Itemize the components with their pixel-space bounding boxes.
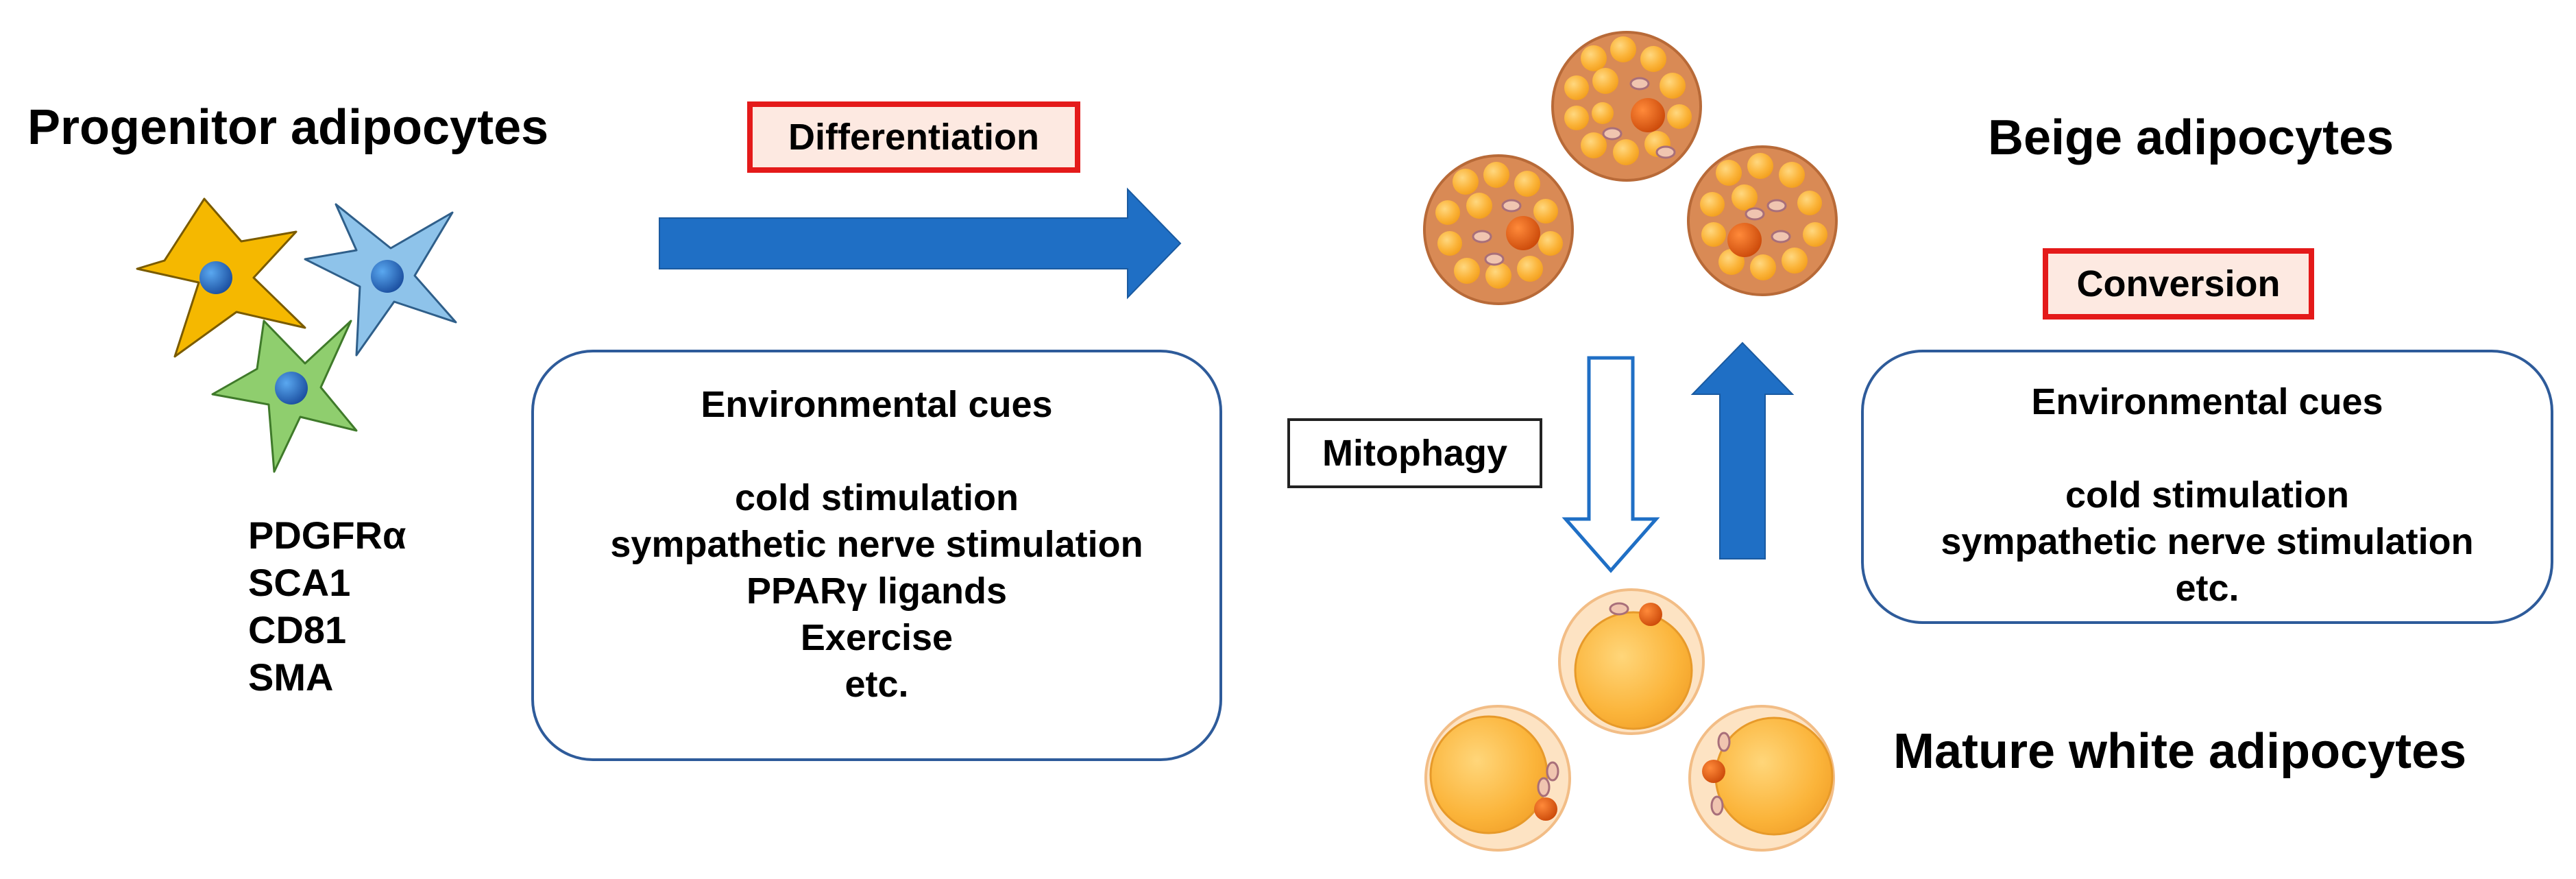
differentiation-arrow (659, 187, 1182, 300)
cue-item: Exercise (800, 617, 953, 658)
cue-item: sympathetic nerve stimulation (1941, 521, 2474, 562)
progenitor-nucleus (199, 261, 232, 294)
nucleus (1534, 797, 1557, 821)
marker-label: SMA (248, 655, 334, 699)
conversion-cues-box: Environmental cues cold stimulation symp… (1861, 350, 2553, 624)
conversion-label-text: Conversion (2076, 263, 2281, 304)
conversion-label: Conversion (2043, 248, 2314, 320)
differentiation-label-text: Differentiation (788, 117, 1039, 158)
cue-item: etc. (845, 664, 909, 705)
progenitor-nucleus (275, 372, 308, 405)
nucleus (1702, 760, 1725, 783)
differentiation-cues-box: Environmental cues cold stimulation symp… (531, 350, 1222, 761)
marker-label: SCA1 (248, 561, 351, 604)
progenitor-title: Progenitor adipocytes (27, 100, 549, 155)
conversion-arrow (1690, 341, 1795, 559)
progenitor-marker-list: PDGFRα SCA1 CD81 SMA (248, 511, 406, 701)
beige-title: Beige adipocytes (1988, 110, 2394, 165)
nucleus (1727, 223, 1762, 257)
marker-label: PDGFRα (248, 514, 406, 557)
nucleus (1639, 603, 1662, 626)
beige-cell (1687, 145, 1838, 296)
mitophagy-label: Mitophagy (1287, 418, 1542, 488)
marker-label: CD81 (248, 608, 347, 651)
cue-item: sympathetic nerve stimulation (610, 524, 1143, 565)
cue-item: PPARγ ligands (746, 570, 1008, 612)
progenitor-cell-yellow (136, 197, 306, 358)
cues-title: Environmental cues (2031, 381, 2383, 422)
nucleus (1631, 98, 1665, 132)
progenitor-cell-blue (304, 203, 457, 357)
white-cell (1558, 588, 1705, 735)
beige-cell (1423, 154, 1574, 305)
white-title: Mature white adipocytes (1893, 724, 2467, 779)
mitophagy-arrow (1562, 356, 1660, 573)
progenitor-cell-green (211, 320, 358, 473)
beige-cell (1551, 31, 1702, 182)
mitophagy-label-text: Mitophagy (1322, 433, 1507, 474)
white-cell (1424, 705, 1571, 852)
nucleus (1506, 216, 1540, 250)
cue-item: etc. (2175, 568, 2239, 609)
cue-item: cold stimulation (2065, 474, 2350, 516)
cues-title: Environmental cues (701, 384, 1053, 425)
white-cell (1688, 705, 1835, 852)
differentiation-label: Differentiation (747, 101, 1080, 173)
progenitor-nucleus (371, 260, 404, 293)
cue-item: cold stimulation (734, 477, 1019, 518)
